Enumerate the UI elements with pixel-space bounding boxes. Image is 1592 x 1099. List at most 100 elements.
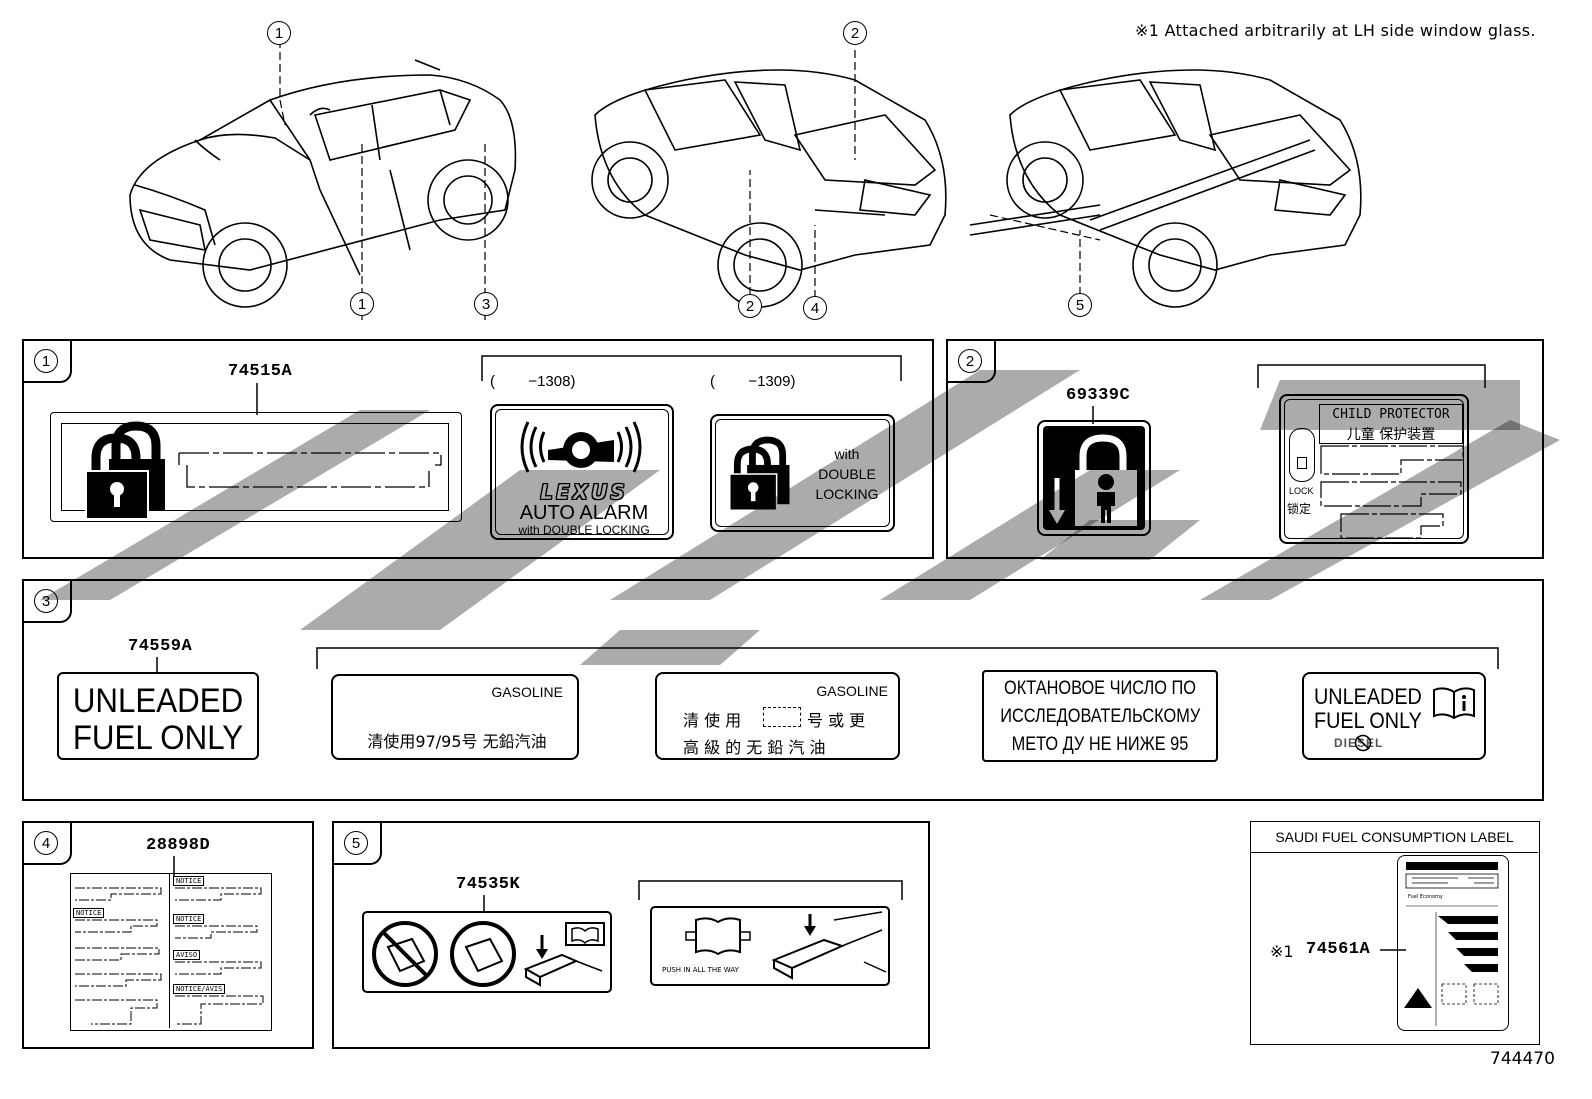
gas-b-line1a: 清 使 用: [683, 711, 742, 730]
part-74515A: 74515A: [228, 362, 293, 381]
part-74561A: 74561A: [1306, 940, 1371, 959]
panel-saudi: SAUDI FUEL CONSUMPTION LABEL: [1250, 821, 1540, 1045]
panel-3: 3: [22, 579, 1544, 801]
fuel-can-icon: [450, 921, 516, 987]
ul2-line-2: FUEL ONLY: [1314, 708, 1422, 733]
owners-manual-icon: [1433, 687, 1475, 720]
lock-label-en: LOCK: [1289, 486, 1314, 496]
part-74559A: 74559A: [128, 637, 193, 656]
dl-line-1: with: [834, 446, 860, 462]
label-russian-octane: ОКТАНОВОЕ ЧИСЛО ПО ИССЛЕДОВАТЕЛЬСКОМУ МЕ…: [982, 670, 1218, 762]
label-gasoline-b: GASOLINE 清 使 用 号 或 更 高 級 的 无 鉛 汽 油: [655, 672, 900, 760]
child-title-cn: 儿童 保护装置: [1346, 427, 1436, 443]
bracket-push-in: [638, 880, 903, 900]
gas-b-line2: 高 級 的 无 鉛 汽 油: [683, 738, 826, 757]
label-74515A: [50, 412, 462, 522]
callout-1-bottom: 1: [350, 292, 374, 316]
label-double-locking-inner: [715, 419, 890, 527]
panel-5: 5: [332, 821, 930, 1049]
notice-2: NOTICE: [73, 908, 105, 918]
figure-id: 744470: [1490, 1049, 1555, 1069]
part-28898D: 28898D: [146, 836, 211, 855]
notice-1: NOTICE: [173, 876, 205, 886]
unleaded-line-1: UNLEADED: [72, 682, 244, 720]
leader-74559A: [156, 657, 158, 673]
label-saudi-fuel: Fuel Economy: [1397, 855, 1509, 1031]
notice-4: AVISO: [173, 950, 201, 960]
lock-label-cn: 锁定: [1287, 502, 1312, 516]
gas-b-line1b: 号 或 更: [807, 711, 866, 730]
ul2-line-1: UNLEADED: [1314, 684, 1422, 709]
dl-line-2: DOUBLE: [818, 466, 876, 482]
variant-1308: ( −1308): [490, 373, 576, 390]
callout-2-top: 2: [843, 21, 867, 45]
vehicle-rear-left-view: [591, 50, 947, 308]
panel-5-tab: 5: [334, 823, 382, 865]
notice-3: NOTICE: [173, 914, 205, 924]
label-fuel-tray: [362, 911, 612, 993]
label-auto-alarm: LEXUS AUTO ALARM with DOUBLE LOCKING: [490, 404, 674, 540]
push-in-text: PUSH IN ALL THE WAY: [662, 966, 739, 974]
label-unleaded: UNLEADED FUEL ONLY: [57, 672, 259, 760]
leader-74561A: [1380, 949, 1406, 951]
saudi-ref-mark: ※1: [1270, 942, 1294, 961]
tray-box-icon: [685, 917, 751, 956]
bracket-fuel-variants: [316, 647, 1499, 669]
notice-text-lines: [75, 887, 264, 1025]
saudi-label-content: [1404, 862, 1499, 1026]
panel-2-tab: 2: [948, 341, 996, 383]
panel-4-number: 4: [34, 831, 58, 855]
bracket-variants: [481, 355, 902, 381]
label-gasoline-a: GASOLINE 清使用97/95号 无鉛汽油: [331, 674, 579, 760]
leader-74535K: [483, 895, 485, 913]
alarm-subtitle: with DOUBLE LOCKING: [518, 523, 650, 537]
label-auto-alarm-inner: [495, 409, 669, 535]
vehicle-rear-right-view: [969, 69, 1362, 308]
bracket-child-protector: [1257, 364, 1486, 388]
label-child-protector: CHILD PROTECTOR 儿童 保护装置 LOCK 锁定: [1279, 394, 1469, 544]
attachment-note: ※1 Attached arbitrarily at LH side windo…: [1135, 21, 1536, 40]
callout-5: 5: [1068, 293, 1092, 317]
panel-4: 4: [22, 821, 314, 1049]
lock-switch-icon: [1289, 428, 1315, 482]
panel-4-tab: 4: [24, 823, 72, 865]
panel-3-number: 3: [34, 589, 58, 613]
saudi-mini-title: Fuel Economy: [1408, 894, 1443, 900]
lock-switch-knob: [1297, 457, 1307, 469]
panel-3-tab: 3: [24, 581, 72, 623]
panel-1-tab: 1: [24, 341, 72, 383]
panel-1-number: 1: [34, 349, 58, 373]
ru-line-3: МЕТО ДУ НЕ НИЖЕ 95: [1011, 734, 1189, 755]
panel-2: 2: [946, 339, 1544, 559]
gas-b-octane-box: [763, 707, 801, 727]
leader-28898D: [173, 856, 175, 876]
double-padlock-icon: [85, 421, 165, 520]
child-lock-icon: [1049, 434, 1137, 526]
label-unleaded-manual: UNLEADED FUEL ONLY DIESEL: [1302, 672, 1486, 760]
part-74535K: 74535K: [456, 875, 521, 894]
label-push-in: PUSH IN ALL THE WAY: [650, 906, 890, 986]
gas-a-text: 清使用97/95号 无鉛汽油: [367, 732, 547, 751]
leader-74515A: [256, 383, 258, 415]
callout-4: 4: [803, 296, 827, 320]
label-74515A-inner: [61, 423, 449, 511]
child-protector-text-lines: [1320, 445, 1464, 539]
panel-2-number: 2: [958, 349, 982, 373]
push-arrow-icon: [771, 911, 887, 980]
label-child-lock: [1037, 420, 1151, 536]
panel-5-number: 5: [344, 831, 368, 855]
saudi-title-rule: [1251, 852, 1538, 853]
unleaded-line-2: FUEL ONLY: [72, 719, 244, 757]
callout-3: 3: [474, 292, 498, 316]
alarm-siren-icon: [520, 421, 642, 473]
callout-2-bottom: 2: [738, 294, 762, 318]
part-69339C: 69339C: [1066, 386, 1131, 405]
variant-1309: ( −1309): [710, 373, 796, 390]
no-diesel-icon: [1354, 734, 1372, 752]
push-in-icon: [523, 922, 605, 987]
callout-1-top: 1: [267, 21, 291, 45]
double-padlock-icon-small: [729, 436, 790, 512]
ru-line-2: ИССЛЕДОВАТЕЛЬСКОМУ: [1000, 706, 1201, 727]
alarm-brand: LEXUS: [540, 480, 628, 505]
label-double-locking: with DOUBLE LOCKING: [710, 414, 895, 532]
